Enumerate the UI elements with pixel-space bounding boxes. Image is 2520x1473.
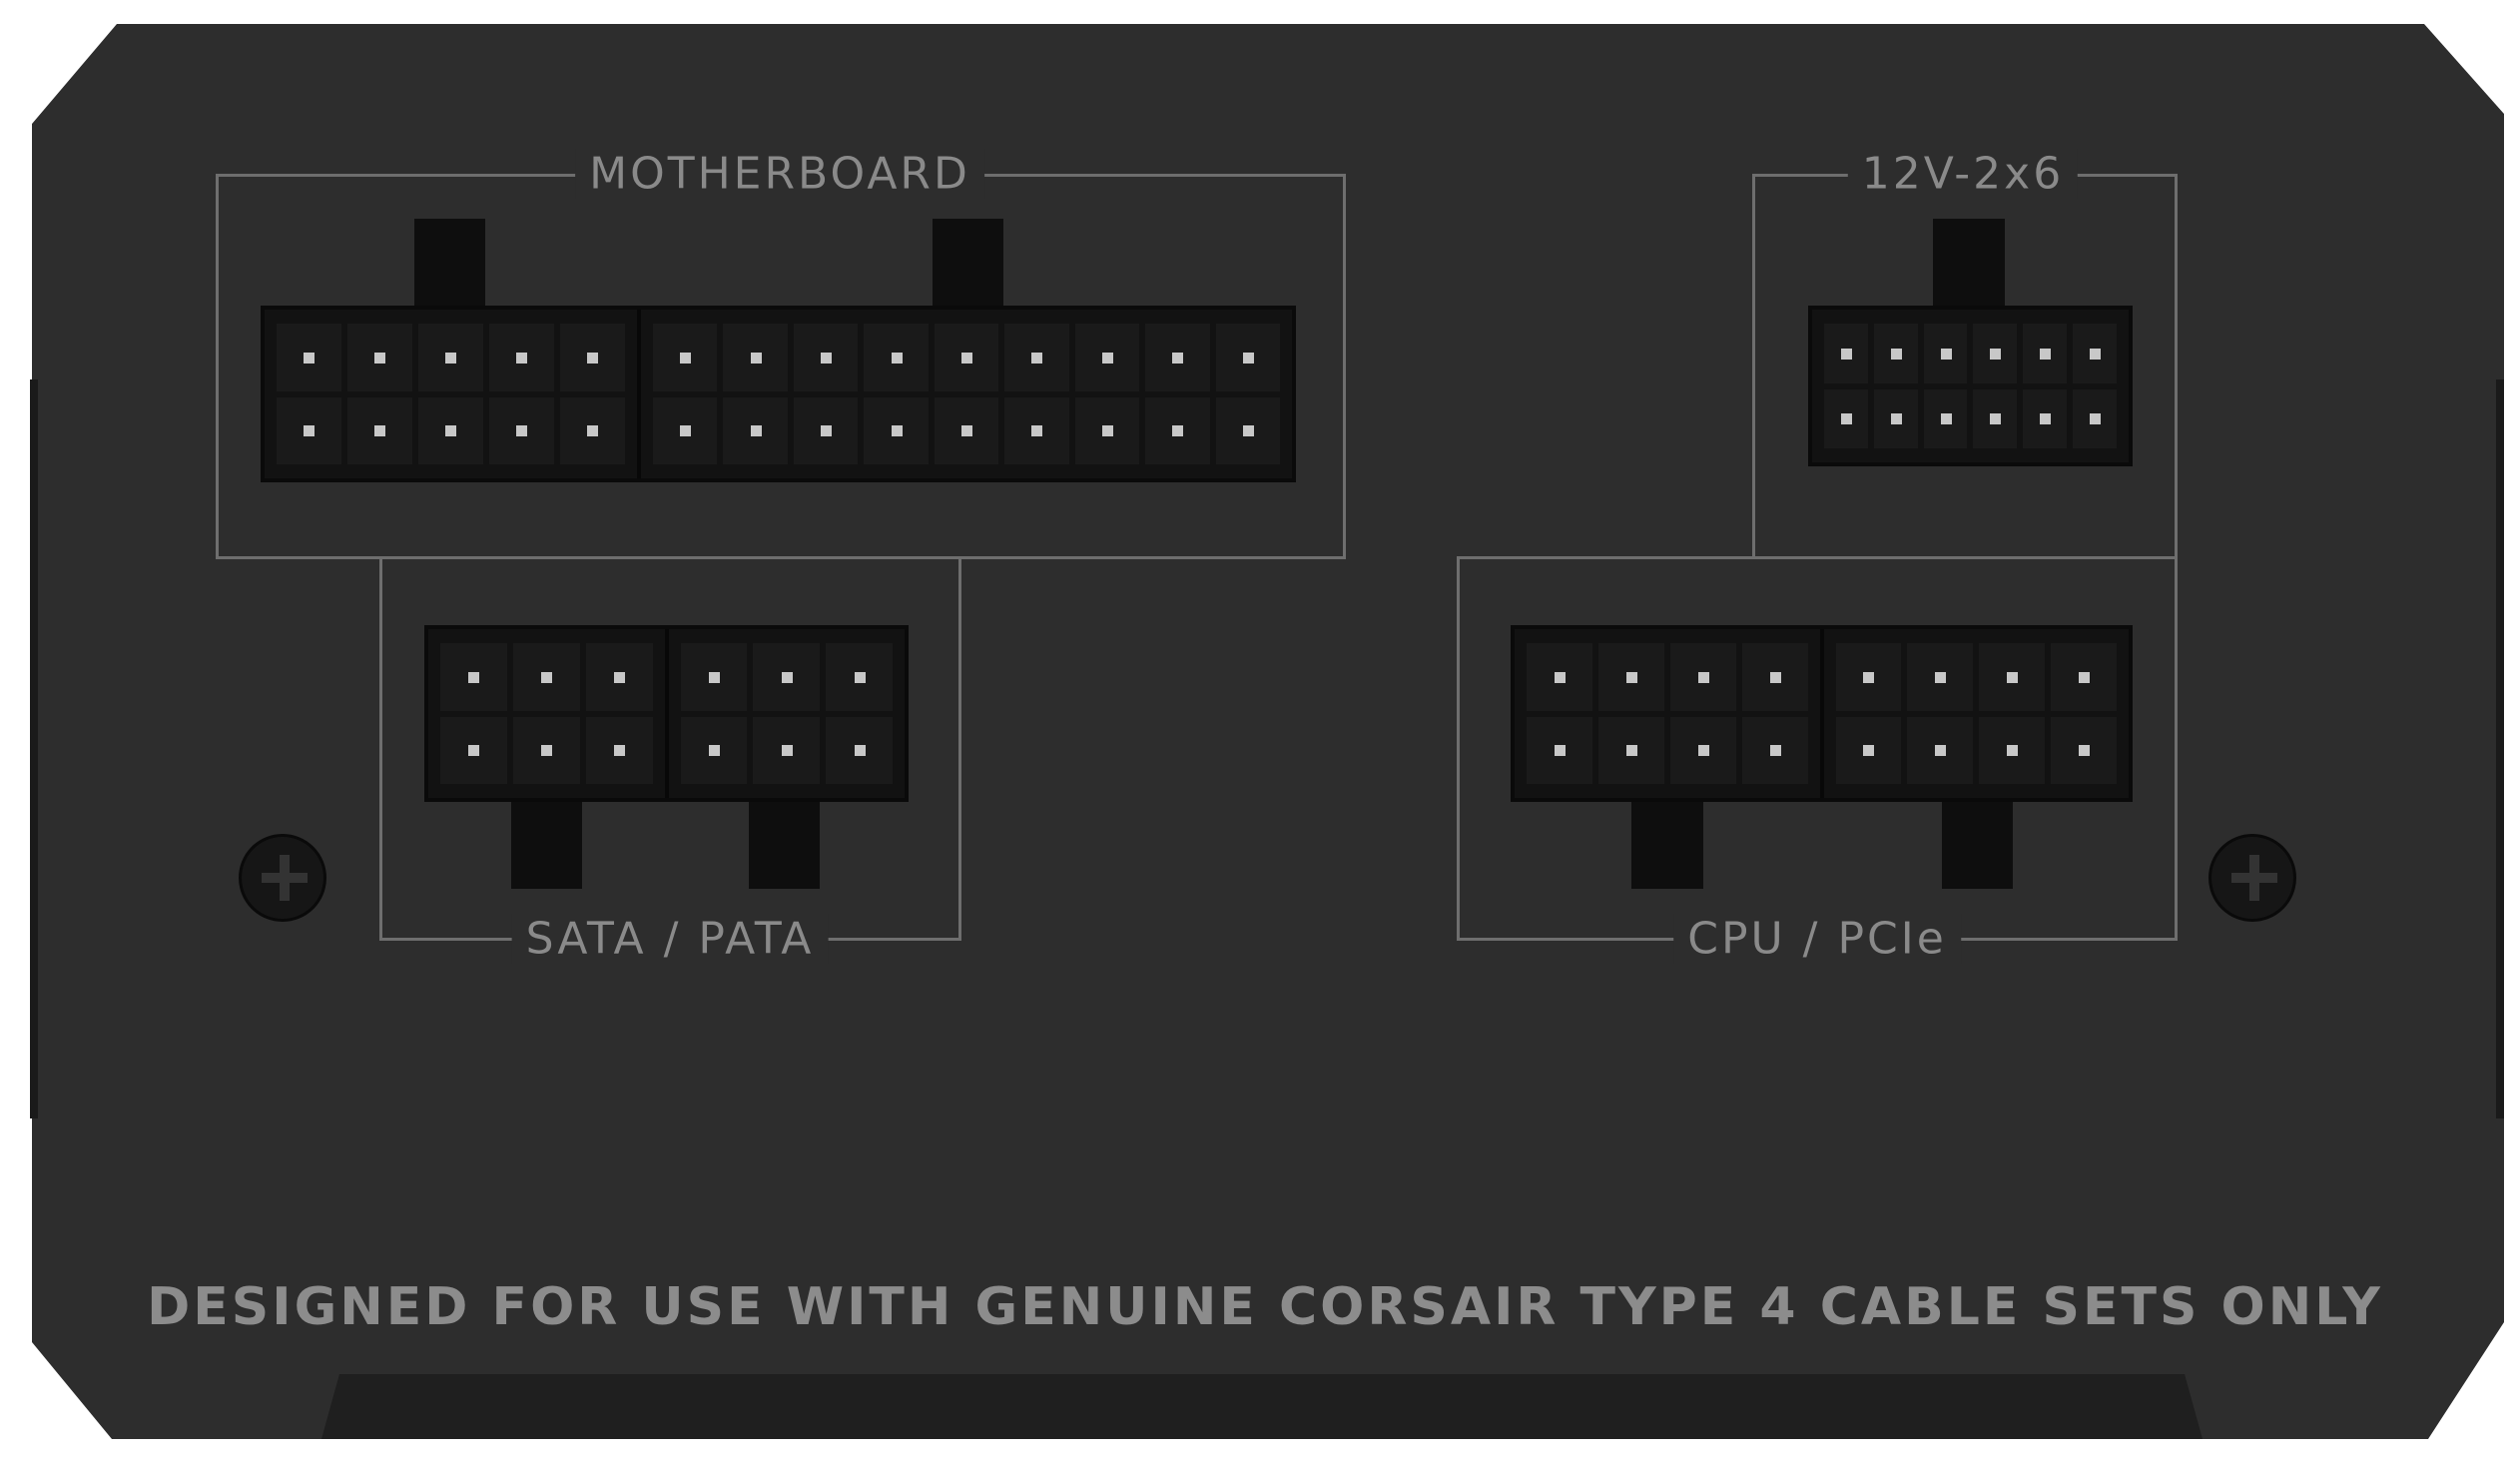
gpu-12v-label: 12V-2x6 — [1847, 148, 2079, 200]
connector-pin — [1907, 716, 1974, 784]
connector-pin — [1145, 396, 1210, 464]
screw-right-icon — [2208, 834, 2296, 922]
connector-pin — [652, 324, 718, 391]
connector-pin — [2073, 324, 2117, 383]
connector-block — [669, 629, 906, 798]
connector-pin — [1835, 643, 1902, 711]
connector-pin — [1741, 716, 1808, 784]
connector-pin — [826, 716, 893, 784]
connector-pin — [793, 324, 859, 391]
connector-pin — [512, 643, 580, 711]
screw-left-icon — [239, 834, 326, 922]
connector-pin — [1923, 324, 1968, 383]
connector-pin — [1074, 396, 1140, 464]
connector-pin — [440, 643, 507, 711]
motherboard-latch-tab — [414, 219, 485, 309]
connector-pin — [753, 716, 821, 784]
connector-pin — [417, 396, 483, 464]
connector-block — [428, 629, 669, 798]
connector-pin — [1669, 643, 1736, 711]
cpu-pcie-label: CPU / PCIe — [1673, 913, 1961, 965]
connector-pin — [1824, 324, 1868, 383]
connector-pin — [680, 643, 748, 711]
connector-pin — [559, 324, 625, 391]
motherboard-24pin-port — [261, 306, 1296, 482]
panel-edge-right — [2496, 379, 2504, 1118]
connector-pin — [2023, 324, 2068, 383]
connector-pin — [346, 324, 412, 391]
panel-edge-left — [30, 379, 38, 1118]
connector-pin — [2073, 388, 2117, 448]
connector-pin — [652, 396, 718, 464]
connector-pin — [1979, 716, 2046, 784]
connector-pin — [277, 324, 341, 391]
connector-pin — [1835, 716, 1902, 784]
connector-pin — [753, 643, 821, 711]
connector-pin — [1145, 324, 1210, 391]
connector-pin — [864, 324, 929, 391]
connector-block — [265, 310, 641, 478]
connector-pin — [793, 396, 859, 464]
cable-compatibility-notice: DESIGNED FOR USE WITH GENUINE CORSAIR TY… — [147, 1277, 2383, 1337]
connector-pin — [1527, 643, 1592, 711]
motherboard-latch-tab — [933, 219, 1003, 309]
connector-pin — [934, 396, 999, 464]
motherboard-label: MOTHERBOARD — [575, 148, 984, 200]
connector-pin — [1669, 716, 1736, 784]
connector-block — [641, 310, 1292, 478]
sata-latch-tab — [511, 799, 582, 889]
connector-pin — [488, 324, 554, 391]
connector-pin — [1004, 396, 1069, 464]
connector-pin — [1873, 324, 1918, 383]
connector-pin — [826, 643, 893, 711]
connector-pin — [1873, 388, 1918, 448]
connector-pin — [934, 324, 999, 391]
sata-latch-tab — [749, 799, 820, 889]
gpu-12v-2x6-port — [1808, 306, 2133, 466]
gpu-12v-latch-tab — [1933, 219, 2005, 309]
connector-pin — [1074, 324, 1140, 391]
connector-pin — [277, 396, 341, 464]
sata-pata-port — [424, 625, 909, 802]
connector-pin — [1973, 388, 2018, 448]
connector-pin — [1004, 324, 1069, 391]
connector-pin — [1215, 396, 1280, 464]
connector-pin — [512, 716, 580, 784]
connector-pin — [1824, 388, 1868, 448]
connector-pin — [1597, 716, 1664, 784]
connector-pin — [1527, 716, 1592, 784]
connector-pin — [1979, 643, 2046, 711]
connector-pin — [585, 716, 653, 784]
connector-pin — [2051, 716, 2117, 784]
connector-pin — [1907, 643, 1974, 711]
connector-pin — [1741, 643, 1808, 711]
cpu-pcie-latch-tab — [1942, 799, 2013, 889]
cpu-pcie-latch-tab — [1631, 799, 1703, 889]
connector-pin — [417, 324, 483, 391]
connector-pin — [1973, 324, 2018, 383]
connector-pin — [680, 716, 748, 784]
connector-pin — [488, 396, 554, 464]
connector-pin — [864, 396, 929, 464]
connector-pin — [585, 643, 653, 711]
bottom-notch — [321, 1374, 2203, 1439]
connector-pin — [723, 324, 788, 391]
cpu-pcie-port — [1511, 625, 2133, 802]
connector-pin — [1215, 324, 1280, 391]
connector-pin — [1597, 643, 1664, 711]
connector-pin — [559, 396, 625, 464]
connector-block — [1515, 629, 1824, 798]
sata-pata-label: SATA / PATA — [511, 913, 829, 965]
connector-pin — [2023, 388, 2068, 448]
connector-pin — [2051, 643, 2117, 711]
connector-pin — [440, 716, 507, 784]
connector-pin — [346, 396, 412, 464]
connector-pin — [723, 396, 788, 464]
connector-pin — [1923, 388, 1968, 448]
connector-block — [1812, 310, 2129, 462]
connector-block — [1824, 629, 2130, 798]
